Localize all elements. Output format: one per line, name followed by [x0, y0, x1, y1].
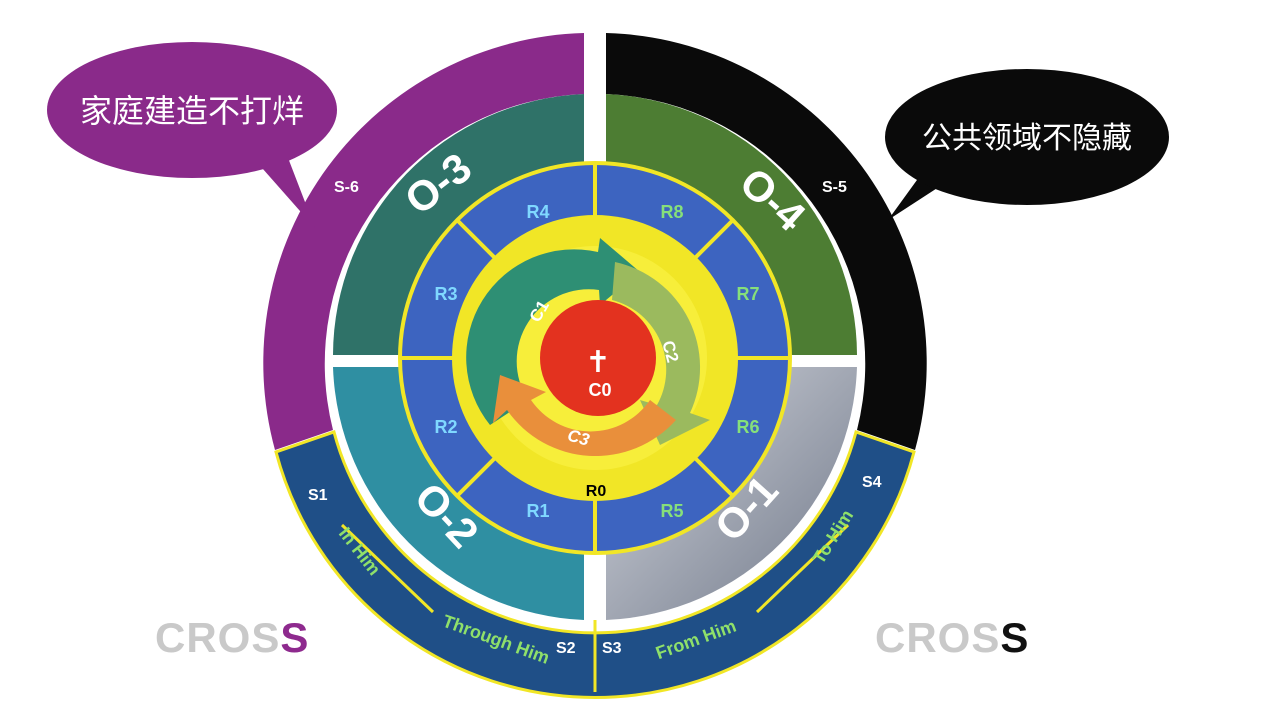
s3-label: S3 [602, 640, 622, 657]
cross-icon: ✝ [585, 346, 610, 379]
band-divider [755, 523, 850, 614]
s6-arc [263, 33, 584, 450]
segment-r2: R2 [434, 417, 457, 437]
watermark-right-last: S [1000, 614, 1030, 661]
right-bubble-text: 公共领域不隐藏 [922, 122, 1132, 155]
segment-r7: R7 [736, 284, 759, 304]
s5-label: S-5 [822, 179, 847, 196]
r0-label: R0 [586, 483, 607, 500]
cross-watermark-right: CROSS [875, 614, 1029, 662]
segment-r8: R8 [660, 202, 683, 222]
left-speech-bubble: 家庭建造不打烊 [47, 42, 337, 228]
watermark-left-last: S [280, 614, 310, 661]
bottom-band-fill [274, 430, 916, 700]
s6-label: S-6 [334, 179, 359, 196]
outer-rings [263, 33, 927, 450]
right-speech-bubble: 公共领域不隐藏 [885, 69, 1169, 220]
cycle-arrows [466, 238, 710, 457]
s4-label: S4 [862, 474, 882, 491]
c3-arrow [493, 375, 676, 457]
segment-r3: R3 [434, 284, 457, 304]
segment-r4: R4 [526, 202, 549, 222]
watermark-right-base: CROS [875, 614, 1001, 661]
segment-r5: R5 [660, 501, 683, 521]
left-bubble-body [47, 42, 337, 178]
cross-watermark-left: CROSS [155, 614, 309, 662]
c0-center [540, 300, 656, 416]
segment-r6: R6 [736, 417, 759, 437]
right-bubble-body [885, 69, 1169, 205]
segment-r1: R1 [526, 501, 549, 521]
c1-arrow [466, 238, 640, 425]
left-bubble-tail [255, 150, 315, 228]
s2-label: S2 [556, 640, 576, 657]
s5-arc [606, 33, 927, 450]
band-divider [340, 523, 435, 614]
c2-label: C2 [658, 339, 682, 365]
bottom-band [274, 430, 916, 700]
c0-label: C0 [588, 380, 611, 400]
c2-arrow [612, 262, 710, 445]
s1-label: S1 [308, 487, 328, 504]
left-bubble-text: 家庭建造不打烊 [80, 93, 304, 129]
watermark-left-base: CROS [155, 614, 281, 661]
